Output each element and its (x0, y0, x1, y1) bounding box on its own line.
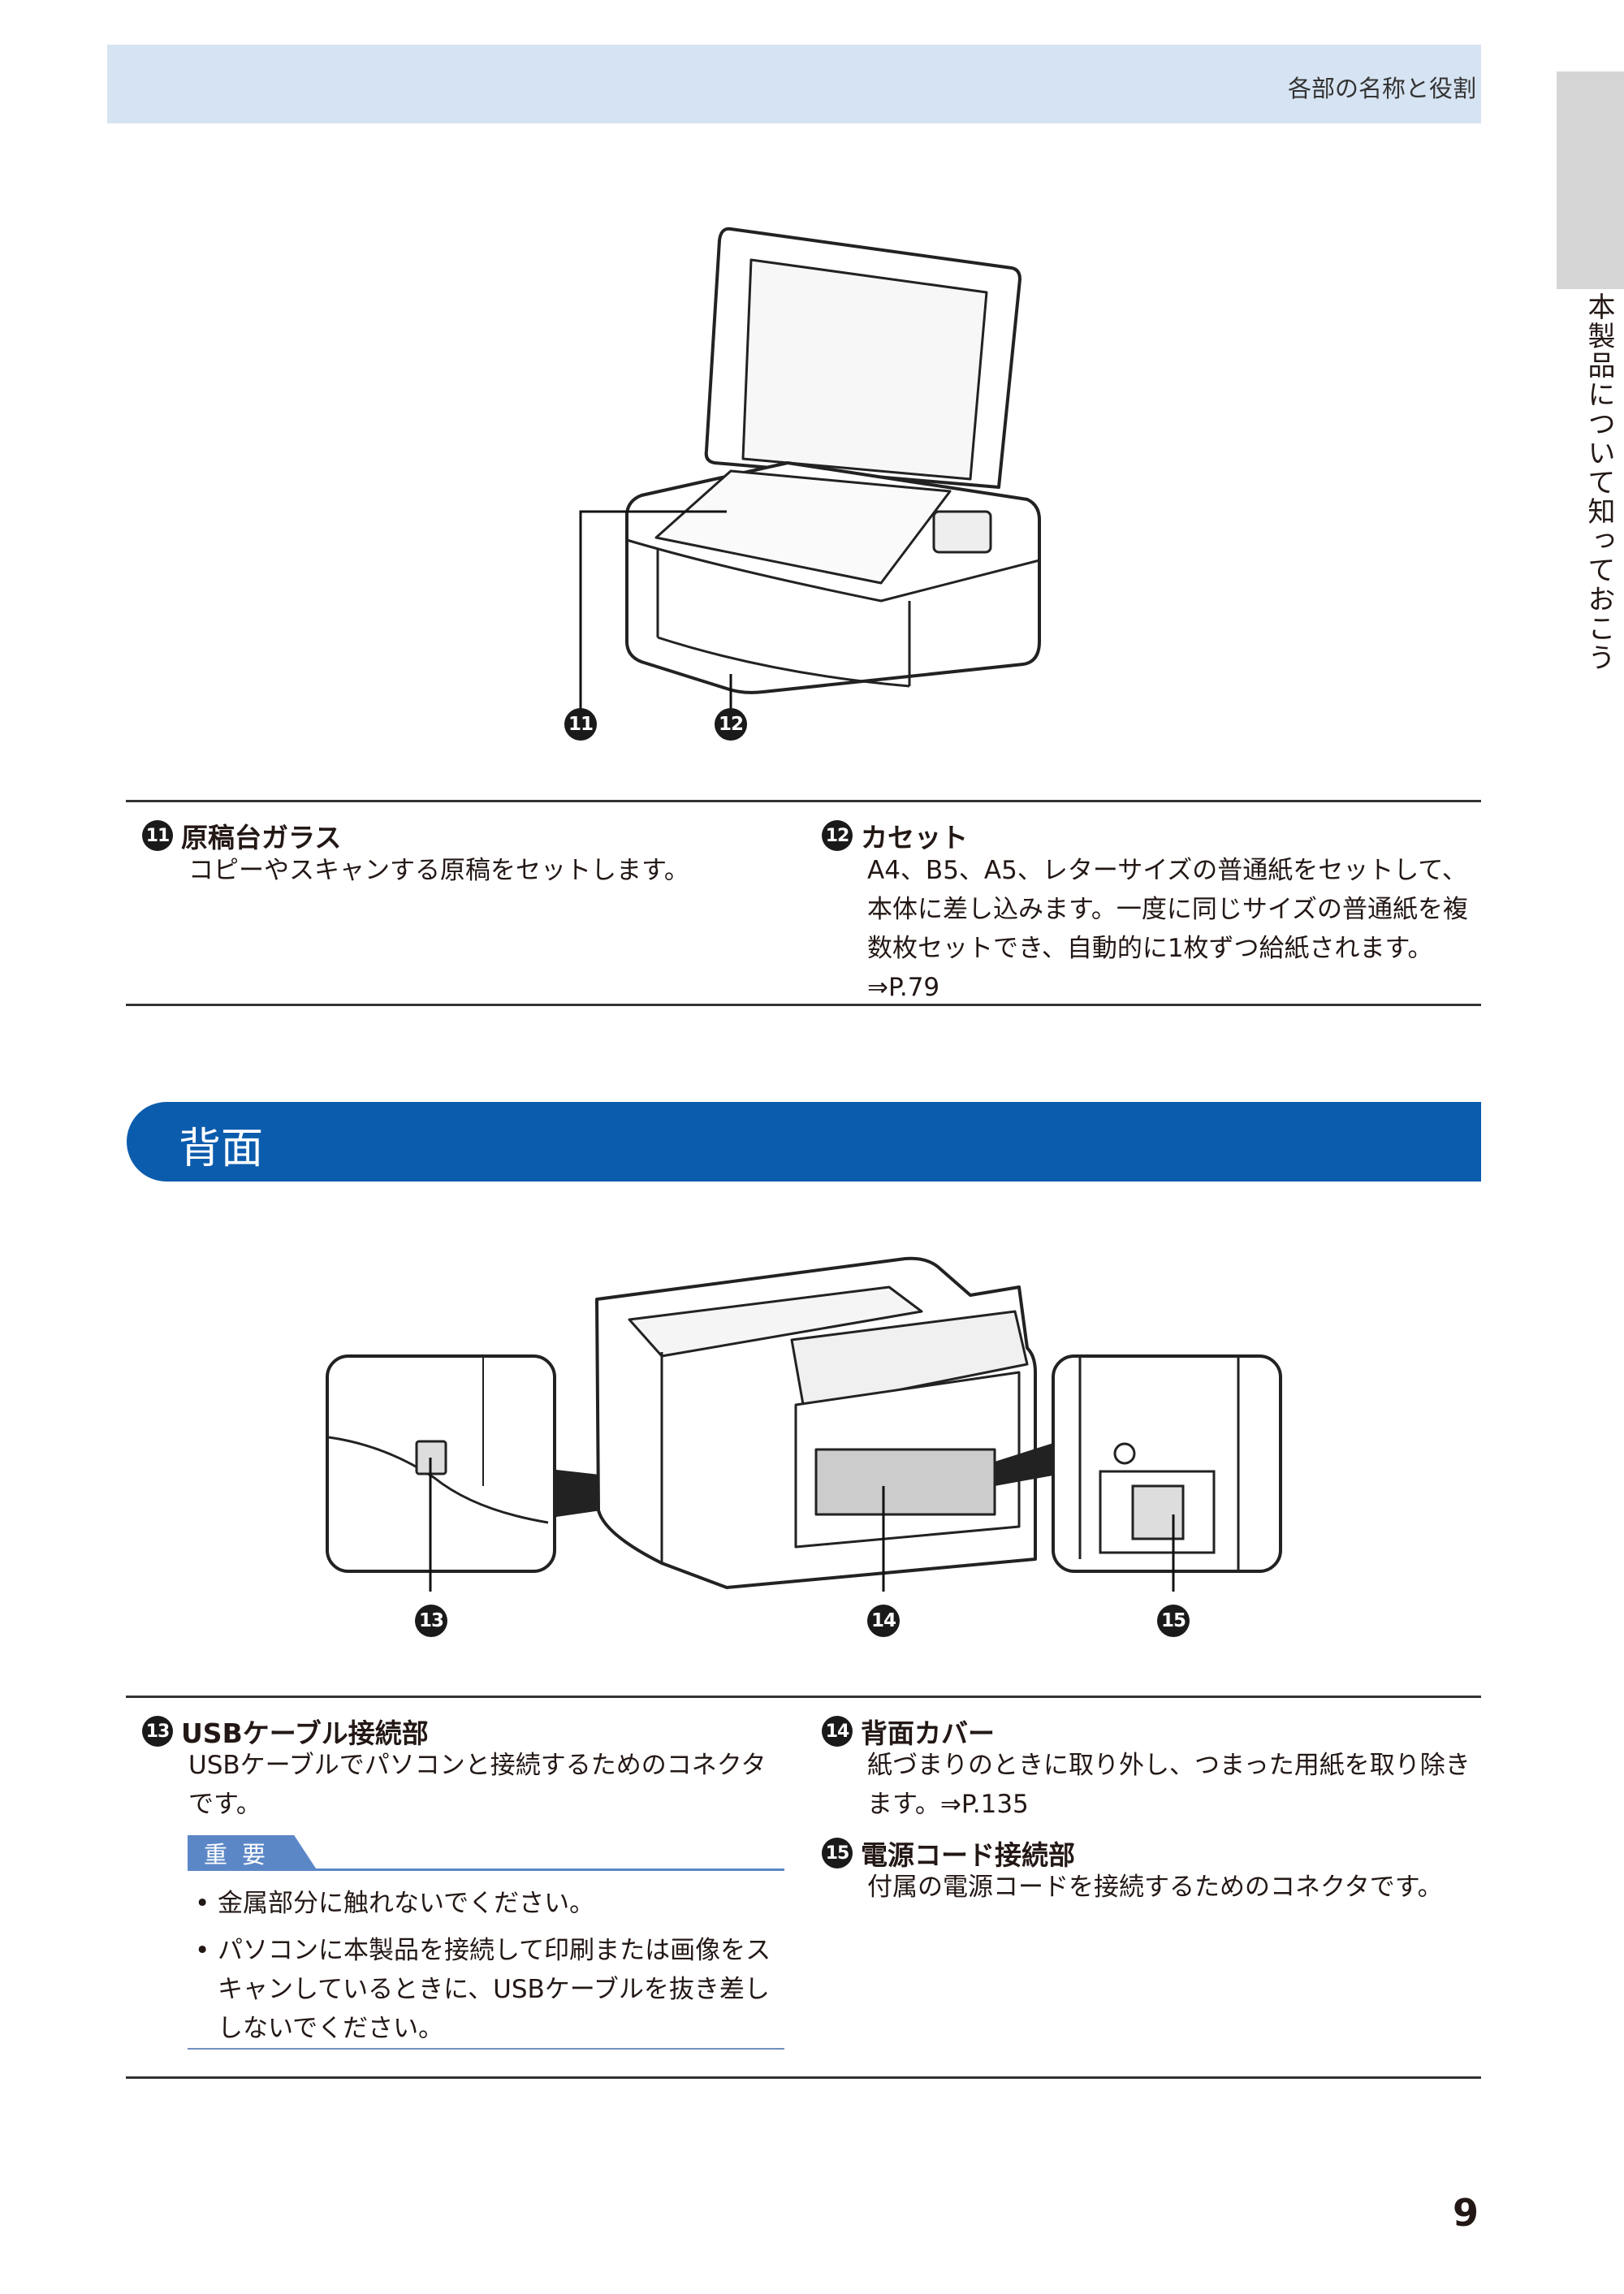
item-13-heading: 13 USBケーブル接続部 (142, 1712, 429, 1751)
printer-back-illustration (326, 1256, 1282, 1592)
item-11-badge: 11 (142, 820, 173, 851)
item-15-body: 付属の電源コードを接続するためのコネクタです。 (867, 1873, 1443, 1902)
important-label: 重要 (188, 1835, 317, 1871)
item-12-badge: 12 (822, 820, 853, 851)
item-13-badge: 13 (142, 1716, 173, 1747)
table-bottom-rule (126, 1004, 1481, 1006)
important-bottom-line (188, 2048, 784, 2050)
item-15-badge: 15 (822, 1838, 853, 1868)
item-11-body: コピーやスキャンする原稿をセットします。 (188, 856, 689, 885)
item-13-body: USBケーブルでパソコンと接続するためのコネクタ です。 (188, 1751, 767, 1819)
callout-12: 12 (715, 708, 747, 741)
callout-14: 14 (867, 1605, 900, 1637)
printer-front-illustration (579, 227, 1041, 711)
page-number: 9 (1453, 2191, 1479, 2235)
callout-13: 13 (415, 1605, 447, 1637)
section-title: 背面 (179, 1125, 264, 1173)
important-bullet-2: • パソコンに本製品を接続して印刷または画像をス キャンしているときに、USBケ… (195, 1936, 771, 2043)
header-title: 各部の名称と役割 (1287, 75, 1476, 102)
section-heading-bar (127, 1102, 1481, 1182)
item-12-heading: 12 カセット (822, 816, 968, 855)
item-14-body: 紙づまりのときに取り外し、つまった用紙を取り除き ます。⇒P.135 (867, 1751, 1471, 1819)
item-11-heading: 11 原稿台ガラス (142, 816, 341, 855)
item-14-title: 背面カバー (861, 1717, 995, 1749)
item-14-badge: 14 (822, 1716, 853, 1747)
side-tab-label: 本製品について知っておこう (1583, 292, 1615, 672)
side-tab (1557, 71, 1624, 289)
item-11-title: 原稿台ガラス (181, 822, 342, 853)
item-15-heading: 15 電源コード接続部 (822, 1834, 1075, 1873)
table2-top-rule (126, 1696, 1481, 1698)
item-12-title: カセット (861, 822, 968, 853)
callout-11: 11 (564, 708, 597, 741)
important-bullet-1: • 金属部分に触れないでください。 (195, 1889, 595, 1918)
important-top-line (188, 1868, 784, 1871)
header-band (107, 45, 1481, 123)
item-12-body: A4、B5、A5、レターサイズの普通紙をセットして、 本体に差し込みます。一度に… (867, 856, 1468, 1002)
table-top-rule (126, 800, 1481, 802)
item-15-title: 電源コード接続部 (861, 1839, 1075, 1871)
item-14-heading: 14 背面カバー (822, 1712, 995, 1751)
table2-bottom-rule (126, 2076, 1481, 2079)
callout-15: 15 (1157, 1605, 1190, 1637)
item-13-title: USBケーブル接続部 (181, 1717, 429, 1749)
